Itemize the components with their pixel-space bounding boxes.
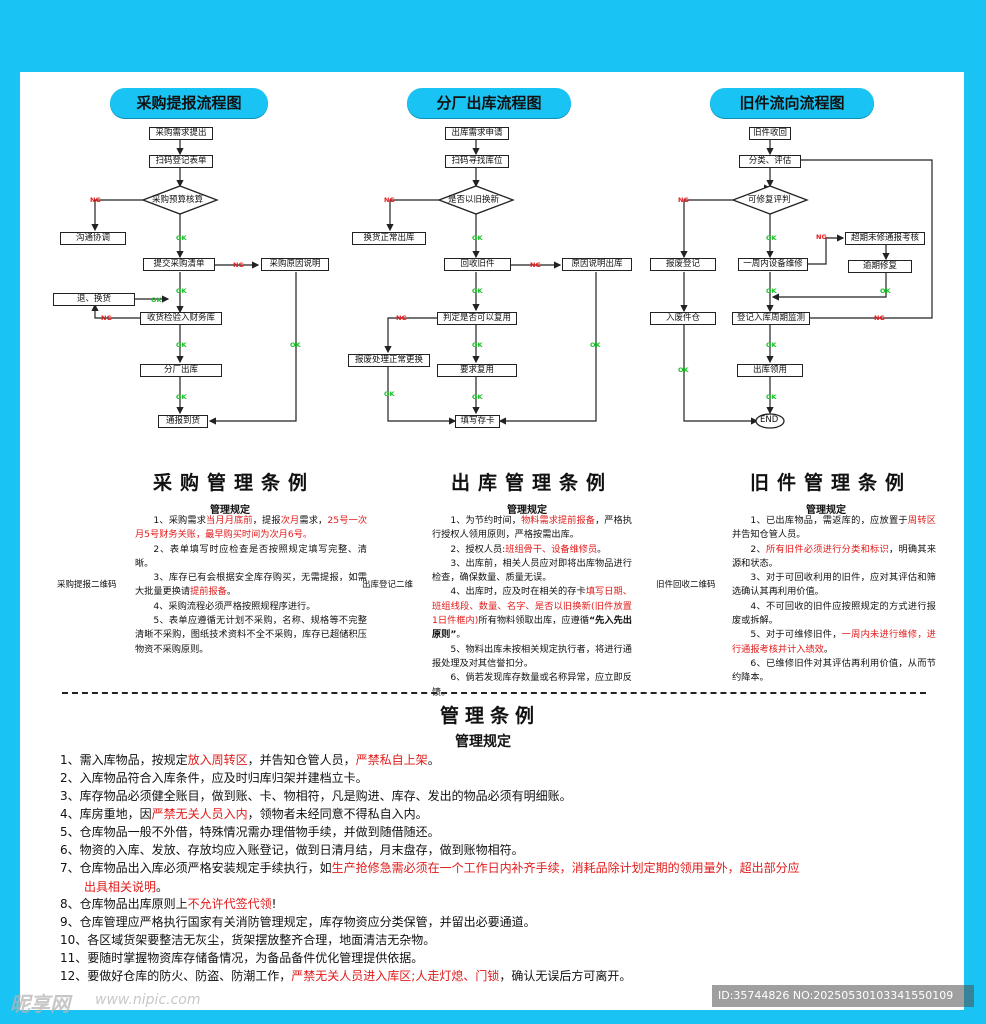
flow3-title: 旧件流向流程图 [710,88,874,118]
flow3-node-late-repair: 逾期修复 [848,260,912,273]
flow2-decision-text: 是否以旧换新 [448,195,500,205]
flow2-node-fillcard: 填写存卡 [455,415,500,428]
rule-item-9: 9、仓库管理应严格执行国家有关消防管理规定，库存物资应分类保管，并留出必要通道。 [60,915,536,929]
flow3-node-monitor: 登记入库周期监测 [732,312,810,325]
flow2-ng-label-1: NG [384,196,395,204]
flow1-ok-label-5: OK [290,341,301,349]
rule-item-6: 6、物资的入库、发放、存放均应入账登记，做到日清月结，月末盘存，做到账物相符。 [60,843,524,857]
flow3-node-scrap: 报废登记 [650,258,716,271]
rule-item-7: 7、仓库物品出入库必须严格安装规定手续执行，如生产抢修急需必须在一个工作日内补齐… [60,861,800,894]
watermark-id-box [712,985,974,1007]
reg2-body: 1、为节约时间，物料需求提前报备，严格执行授权人领用原则，严格按需出库。 2、授… [432,515,632,698]
flow1-node-return: 退、换货 [53,293,135,306]
flow2-node-exchange: 换货正常出库 [352,232,426,245]
flow1-ok-label-1: OK [176,234,187,242]
flow1-decision-text: 采购预算核算 [152,195,204,205]
flow2-node-request: 出库需求申请 [445,127,509,140]
main-title: 管理条例 [440,705,541,727]
rule-item-11: 11、要随时掌握物资库存储备情况，为备品备件优化管理提供依据。 [60,951,424,965]
flow2-ok-label-1: OK [472,234,483,242]
flow2-node-reuse: 要求复用 [437,364,517,377]
flow1-node-outbound: 分厂出库 [140,364,222,377]
flow1-node-inspect: 收货检验入财务库 [140,312,222,325]
flow3-node-issue: 出库领用 [737,364,803,377]
flow1-node-submit: 提交采购清单 [143,258,215,271]
flow1-node-reason: 采购原因说明 [261,258,329,271]
flow3-node-classify: 分类、评估 [739,155,801,168]
flow2-title: 分厂出库流程图 [407,88,571,118]
rule-item-1: 1、需入库物品，按规定放入周转区，并告知仓管人员，严禁私自上架。 [60,753,440,767]
watermark-logo: 昵享网 [10,992,70,1016]
flow3-end-oval [755,413,785,429]
flow3-ng-label-1: NG [678,196,689,204]
reg3-body: 1、已出库物品，需返库的，应放置于周转区并告知仓管人员。 2、所有旧件必须进行分… [732,515,937,684]
flow1-ok-label-3: OK [151,296,162,304]
reg3-subtitle: 管理规定 [806,505,846,516]
flow1-node-notify: 通报到货 [158,415,208,428]
reg2-subtitle: 管理规定 [507,505,547,516]
flow2-ng-label-2: NG [530,261,541,269]
poster-board [20,72,964,1010]
rule-item-2: 2、入库物品符合入库条件，应及时归库归架并建档立卡。 [60,771,368,785]
rule-item-4: 4、库房重地，因严禁无关人员入内，领物者未经同意不得私自入内。 [60,807,428,821]
rule-item-12: 12、要做好仓库的防火、防盗、防潮工作，严禁无关人员进入库区;人走灯熄、门锁，确… [60,969,632,983]
rule-item-10: 10、各区域货架要整洁无灰尘，货架摆放整齐合理，地面清洁无杂物。 [60,933,436,947]
flow2-ok-label-6: OK [472,393,483,401]
rule-item-5: 5、仓库物品一般不外借，特殊情况需办理借物手续，并做到随借随还。 [60,825,440,839]
flow2-node-judge: 判定是否可以复用 [437,312,517,325]
flow3-ok-label-6: OK [766,393,777,401]
flow3-node-repair: 一周内设备维修 [738,258,808,271]
reg3-qr-label: 旧件回收二维码 [656,580,716,590]
main-subtitle: 管理规定 [455,734,511,750]
flow3-ok-label-4: OK [766,341,777,349]
reg2-title: 出库管理条例 [451,472,614,494]
flow2-decision-diamond [437,185,515,215]
reg1-title: 采购管理条例 [153,472,316,494]
flow1-node-request: 采购需求提出 [149,127,213,140]
flow2-ok-label-5: OK [384,390,395,398]
flow3-ok-label-2: OK [766,287,777,295]
flow3-ok-label-3: OK [880,287,891,295]
flow1-node-scan: 扫码登记表单 [149,155,213,168]
flow3-node-end: END [760,415,779,425]
flow2-ok-label-3: OK [472,341,483,349]
watermark-url: www.nipic.com [95,992,201,1008]
flow1-node-communicate: 沟通协调 [60,232,126,245]
flow1-ng-label-1: NG [90,196,101,204]
flow1-decision-diamond [141,185,219,215]
flow1-ok-label-2: OK [176,287,187,295]
reg1-subtitle: 管理规定 [210,505,250,516]
section-divider [62,692,926,694]
flow3-ng-label-3: NG [874,314,885,322]
flow2-node-reason: 原因说明出库 [562,258,632,271]
flow1-ng-label-2: NG [233,261,244,269]
reg2-qr-label: 出库登记二维 [362,580,414,590]
flow1-ok-label-6: OK [176,393,187,401]
flow2-node-scrap: 报废处理正常更换 [348,354,430,367]
rule-item-8: 8、仓库物品出库原则上不允许代签代领! [60,897,277,911]
flow3-decision-text: 可修复评判 [748,195,791,205]
flow2-ok-label-4: OK [590,341,601,349]
flow3-node-overdue-report: 超期未修通报考核 [845,232,925,245]
flow1-ok-label-4: OK [176,341,187,349]
flow2-ng-label-3: NG [396,314,407,322]
flow3-ok-label-5: OK [678,366,689,374]
rule-item-3: 3、库存物品必须健全账目，做到账、卡、物相符，凡是购进、库存、发出的物品必须有明… [60,789,572,803]
reg1-body: 1、采购需求当月月底前，提报次月需求，25号一次月5号财务关账，最早购买时间为次… [135,515,368,655]
flow3-ok-label-1: OK [766,234,777,242]
flow2-node-recycle: 回收旧件 [444,258,511,271]
flow2-node-scan: 扫码寻找库位 [445,155,509,168]
flow3-node-waste: 入废件仓 [650,312,716,325]
flow1-title: 采购提报流程图 [110,88,268,118]
reg3-title: 旧件管理条例 [750,472,913,494]
flow2-ok-label-2: OK [472,287,483,295]
flow3-node-collect: 旧件收回 [749,127,791,140]
flow3-ng-label-2: NG [816,233,827,241]
watermark-id: ID:35744826 NO:20250530103341550109 [718,989,954,1002]
flow3-decision-diamond [731,185,809,215]
reg1-qr-label: 采购提报二维码 [57,580,117,590]
flow1-ng-label-3: NG [101,314,112,322]
